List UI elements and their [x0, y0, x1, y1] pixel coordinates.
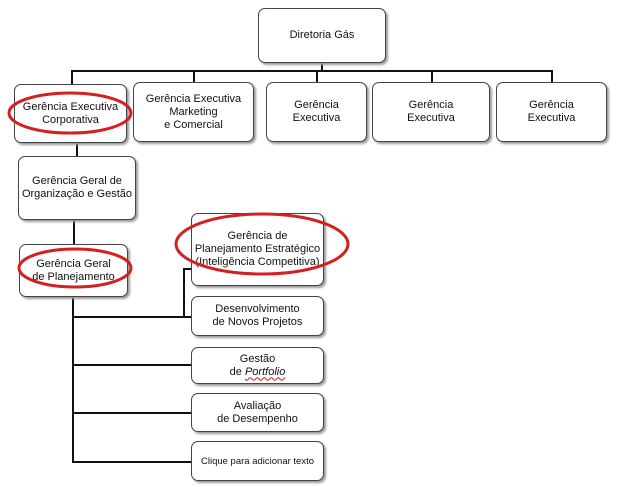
node-gerencia-geral-organizacao[interactable]: Gerência Geral de Organização e Gestão	[18, 156, 136, 220]
gestao-line-1: Gestão	[239, 352, 276, 365]
node-label: Avaliação de Desempenho	[217, 399, 298, 425]
node-gerencia-executiva-marketing[interactable]: Gerência Executiva Marketing e Comercial	[133, 82, 254, 142]
node-label: Gerência de Planejamento Estratégico (In…	[194, 230, 321, 268]
node-label: Gerência Executiva	[407, 99, 455, 124]
node-diretoria-gas[interactable]: Diretoria Gás	[258, 8, 386, 63]
connector-drop-exec-1	[316, 70, 318, 82]
connector-top-bus	[71, 70, 553, 72]
connector-branch-avaliacao	[72, 412, 192, 414]
node-label: Gerência Executiva Corporativa	[22, 100, 119, 126]
node-label: Clique para adicionar texto	[200, 455, 314, 467]
connector-branch-trunk	[183, 268, 185, 318]
node-gerencia-geral-planejamento[interactable]: Gerência Geral de Planejamento	[19, 244, 128, 297]
connector-planejamento-trunk	[72, 296, 74, 463]
connector-branch-desenvolvimento	[72, 316, 192, 318]
node-label: Gerência Executiva	[527, 99, 576, 124]
gestao-prefix: de	[229, 365, 245, 378]
connector-drop-exec-3	[551, 70, 553, 82]
node-gerencia-planejamento-estrategico[interactable]: Gerência de Planejamento Estratégico (In…	[191, 213, 324, 286]
node-label: Gerência Geral de Planejamento	[32, 257, 115, 283]
node-gerencia-executiva-1[interactable]: Gerência Executiva	[266, 82, 367, 142]
node-gerencia-executiva-corporativa[interactable]: Gerência Executiva Corporativa	[14, 84, 127, 143]
node-label: Gerência Executiva	[292, 99, 341, 124]
connector-branch-gestao	[72, 364, 192, 366]
node-label: Gerência Geral de Organização e Gestão	[21, 175, 133, 200]
node-label: Gerência Executiva Marketing e Comercial	[145, 92, 242, 131]
connector-drop-corporativa	[71, 70, 73, 84]
connector-corporativa-to-organizacao	[76, 142, 78, 156]
gestao-portfolio-italic: Portfolio	[244, 365, 286, 378]
node-gerencia-executiva-3[interactable]: Gerência Executiva	[496, 82, 607, 142]
node-gerencia-executiva-2[interactable]: Gerência Executiva	[372, 82, 490, 142]
connector-drop-exec-2	[431, 70, 433, 82]
node-label: Diretoria Gás	[289, 29, 355, 41]
connector-drop-marketing	[193, 70, 195, 82]
connector-branch-placeholder	[72, 461, 192, 463]
node-placeholder-add-text[interactable]: Clique para adicionar texto	[191, 441, 324, 481]
connector-organizacao-to-planejamento	[73, 220, 75, 244]
node-avaliacao-desempenho[interactable]: Avaliação de Desempenho	[191, 393, 324, 432]
node-desenvolvimento-novos-projetos[interactable]: Desenvolvimento de Novos Projetos	[191, 296, 324, 336]
connector-diretoria-down	[321, 62, 323, 72]
node-label: Desenvolvimento de Novos Projetos	[212, 303, 303, 328]
